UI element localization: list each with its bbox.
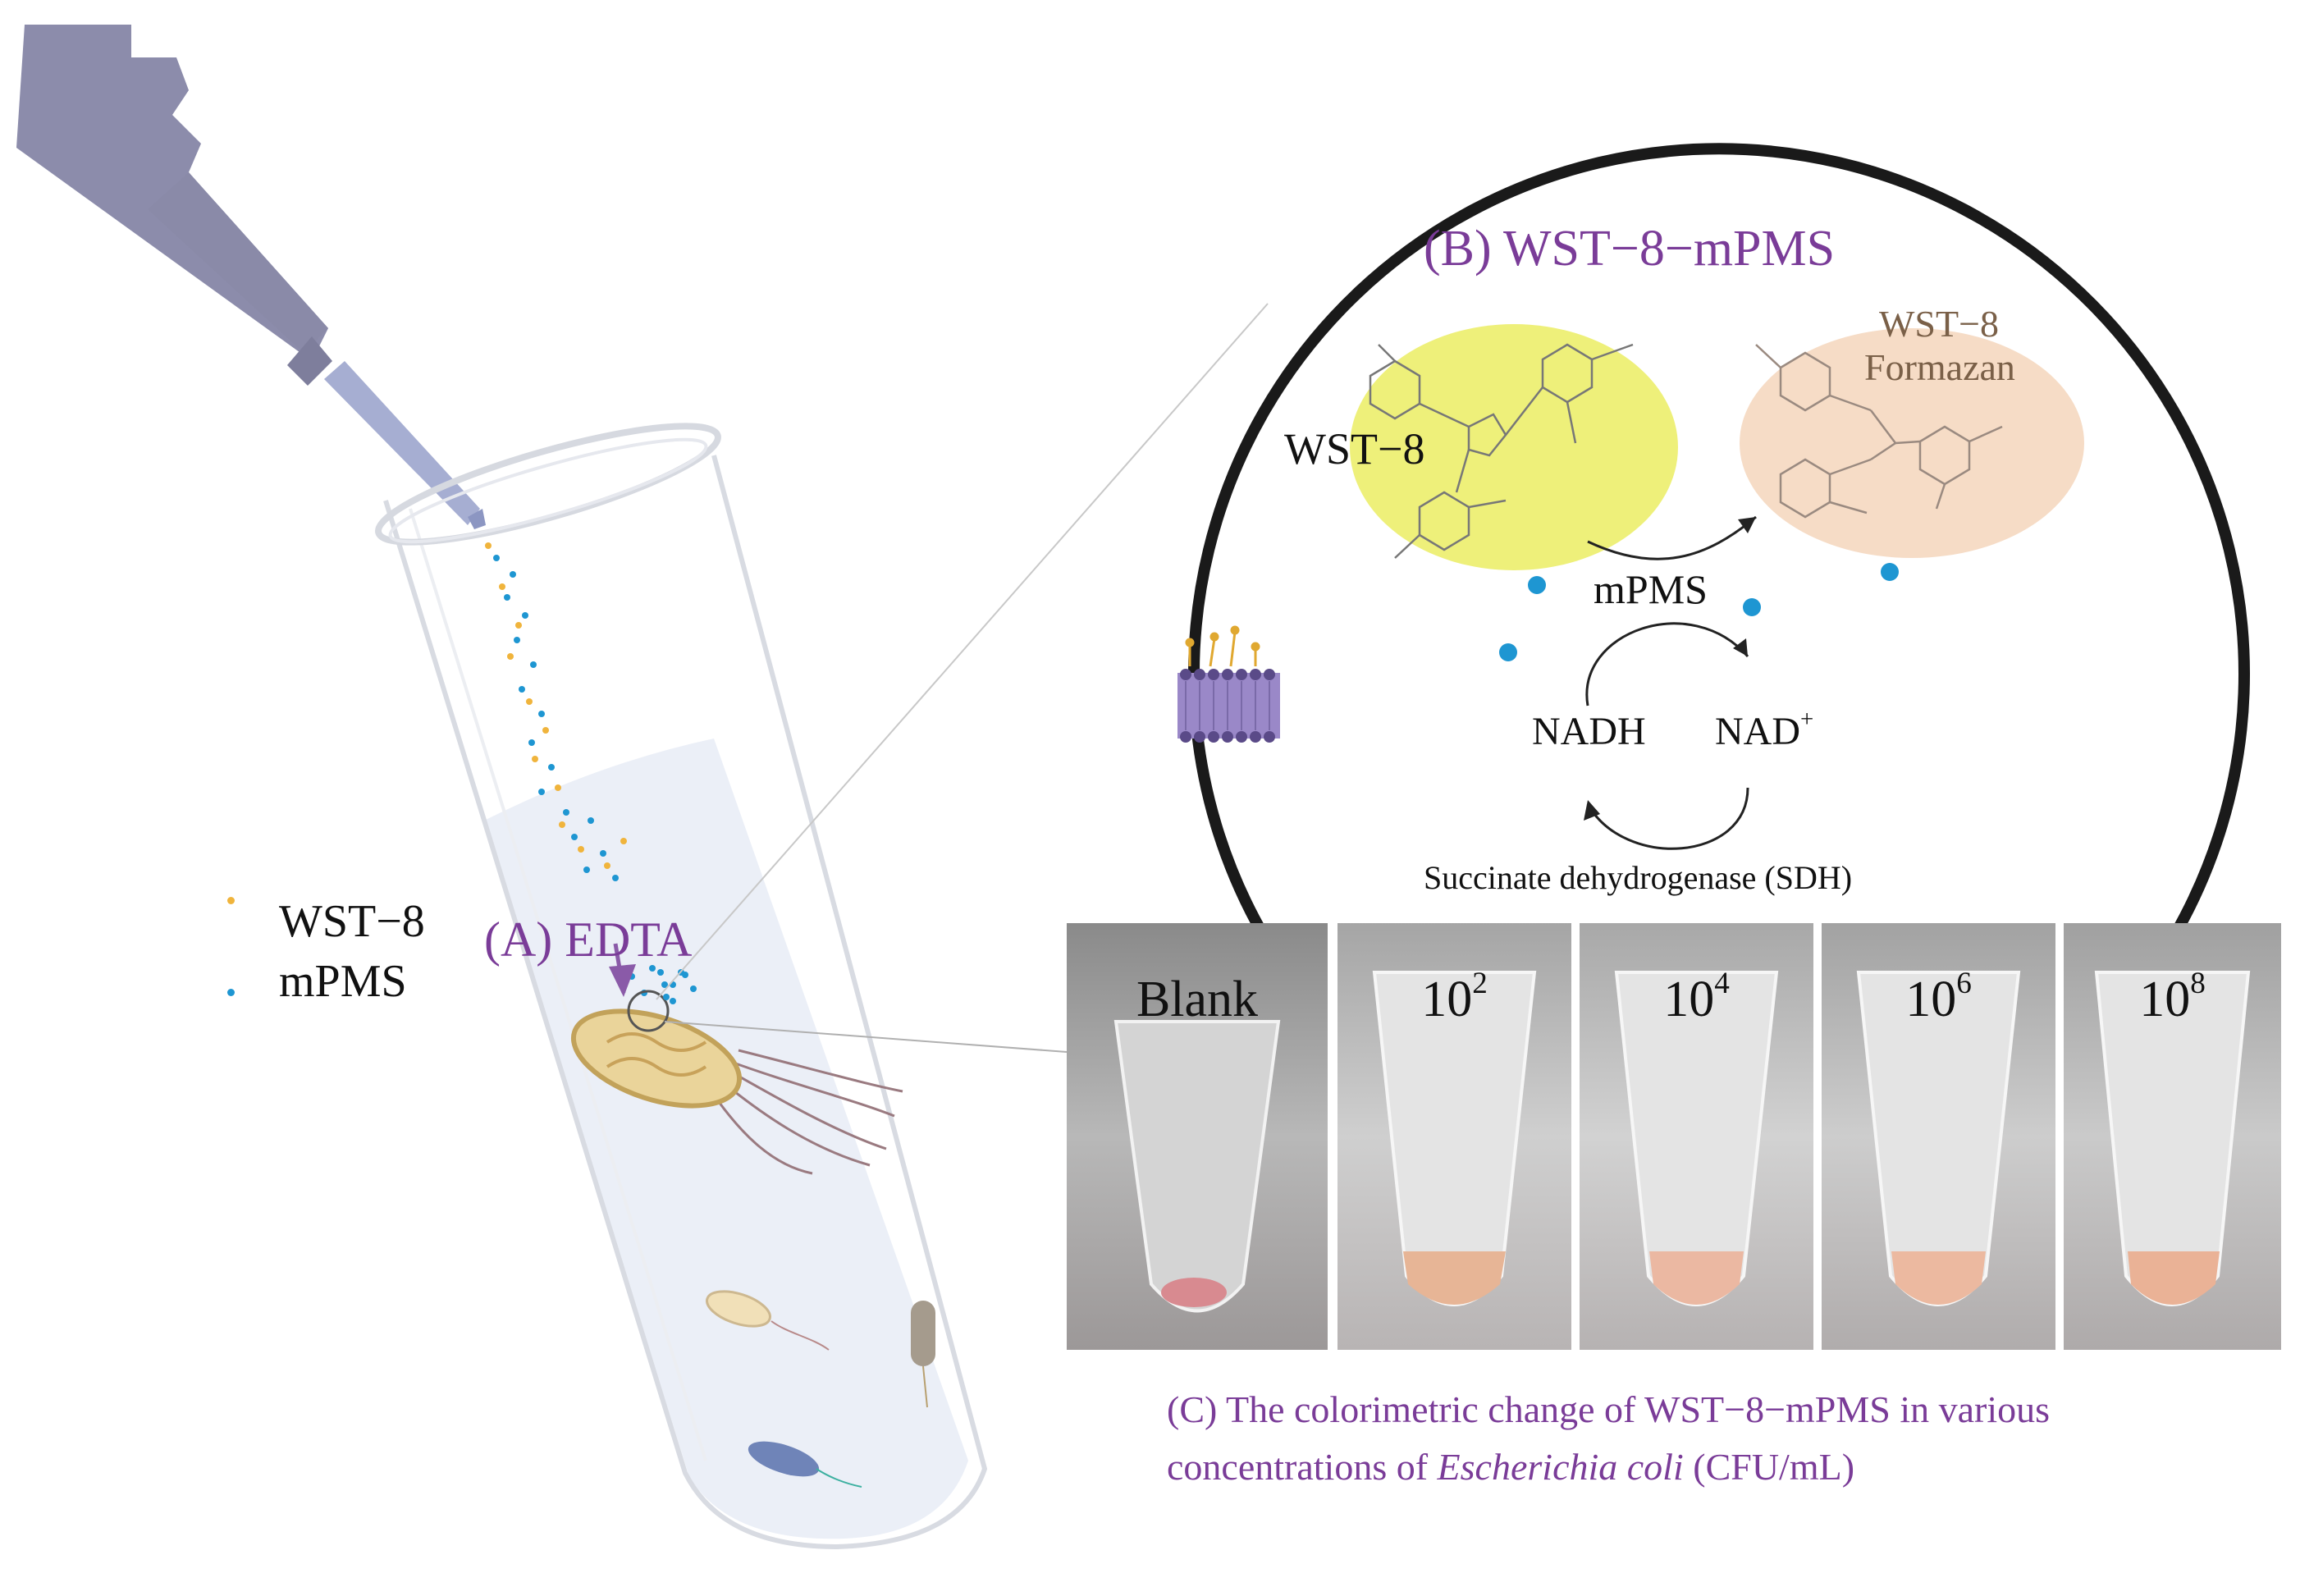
wst8-structure-icon — [1369, 343, 1634, 559]
legend-label-wst8: WST−8 — [279, 896, 425, 947]
panel-label: 102 — [1421, 967, 1488, 1027]
reagent-dots — [485, 542, 697, 1004]
pipette-icon — [16, 25, 486, 529]
legend-dot-wst8 — [227, 894, 235, 908]
membrane-icon — [1177, 625, 1280, 743]
nad-label: NAD+ — [1715, 706, 1814, 753]
formazan-label-2: Formazan — [1864, 346, 2015, 388]
wst8-label: WST−8 — [1284, 424, 1425, 473]
caption-line-1: (C) The colorimetric change of WST−8−mPM… — [1167, 1388, 2051, 1430]
panel-label: 108 — [2139, 967, 2206, 1027]
photo-panel-1e4: 104 — [1580, 923, 1813, 1350]
photo-strip: Blank 102 104 — [1067, 923, 2281, 1350]
photo-panel-1e8: 108 — [2064, 923, 2281, 1350]
wst8-highlight — [1350, 324, 1678, 570]
formazan-label-1: WST−8 — [1879, 303, 2000, 345]
legend-label-mpms: mPMS — [279, 956, 407, 1007]
zoom-circle — [1188, 143, 2250, 939]
nadh-label: NADH — [1532, 710, 1646, 753]
panel-label: Blank — [1136, 972, 1259, 1027]
sdh-label: Succinate dehydrogenase (SDH) — [1424, 859, 1853, 896]
small-bacteria-icon — [706, 1290, 935, 1488]
mpms-dots — [1499, 563, 1899, 661]
photo-panel-1e2: 102 — [1337, 923, 1571, 1350]
formazan-structure-icon — [1755, 344, 2003, 519]
photo-panel-1e6: 106 — [1822, 923, 2055, 1350]
test-tube-icon — [375, 423, 988, 1550]
zoom-ring — [627, 990, 670, 1032]
legend-dot-mpms — [227, 986, 235, 999]
mpms-label: mPMS — [1594, 566, 1708, 612]
formazan-highlight — [1740, 328, 2084, 558]
caption-line-2: concentrations of Escherichia coli (CFU/… — [1167, 1446, 1855, 1488]
reaction-title: (B) WST−8−mPMS — [1424, 221, 1836, 277]
panel-label: 106 — [1905, 967, 1972, 1027]
bacterium-icon — [570, 1008, 903, 1175]
photo-panel-blank: Blank — [1067, 923, 1328, 1350]
edta-label: (A) EDTA — [484, 912, 693, 967]
panel-label: 104 — [1663, 967, 1730, 1027]
